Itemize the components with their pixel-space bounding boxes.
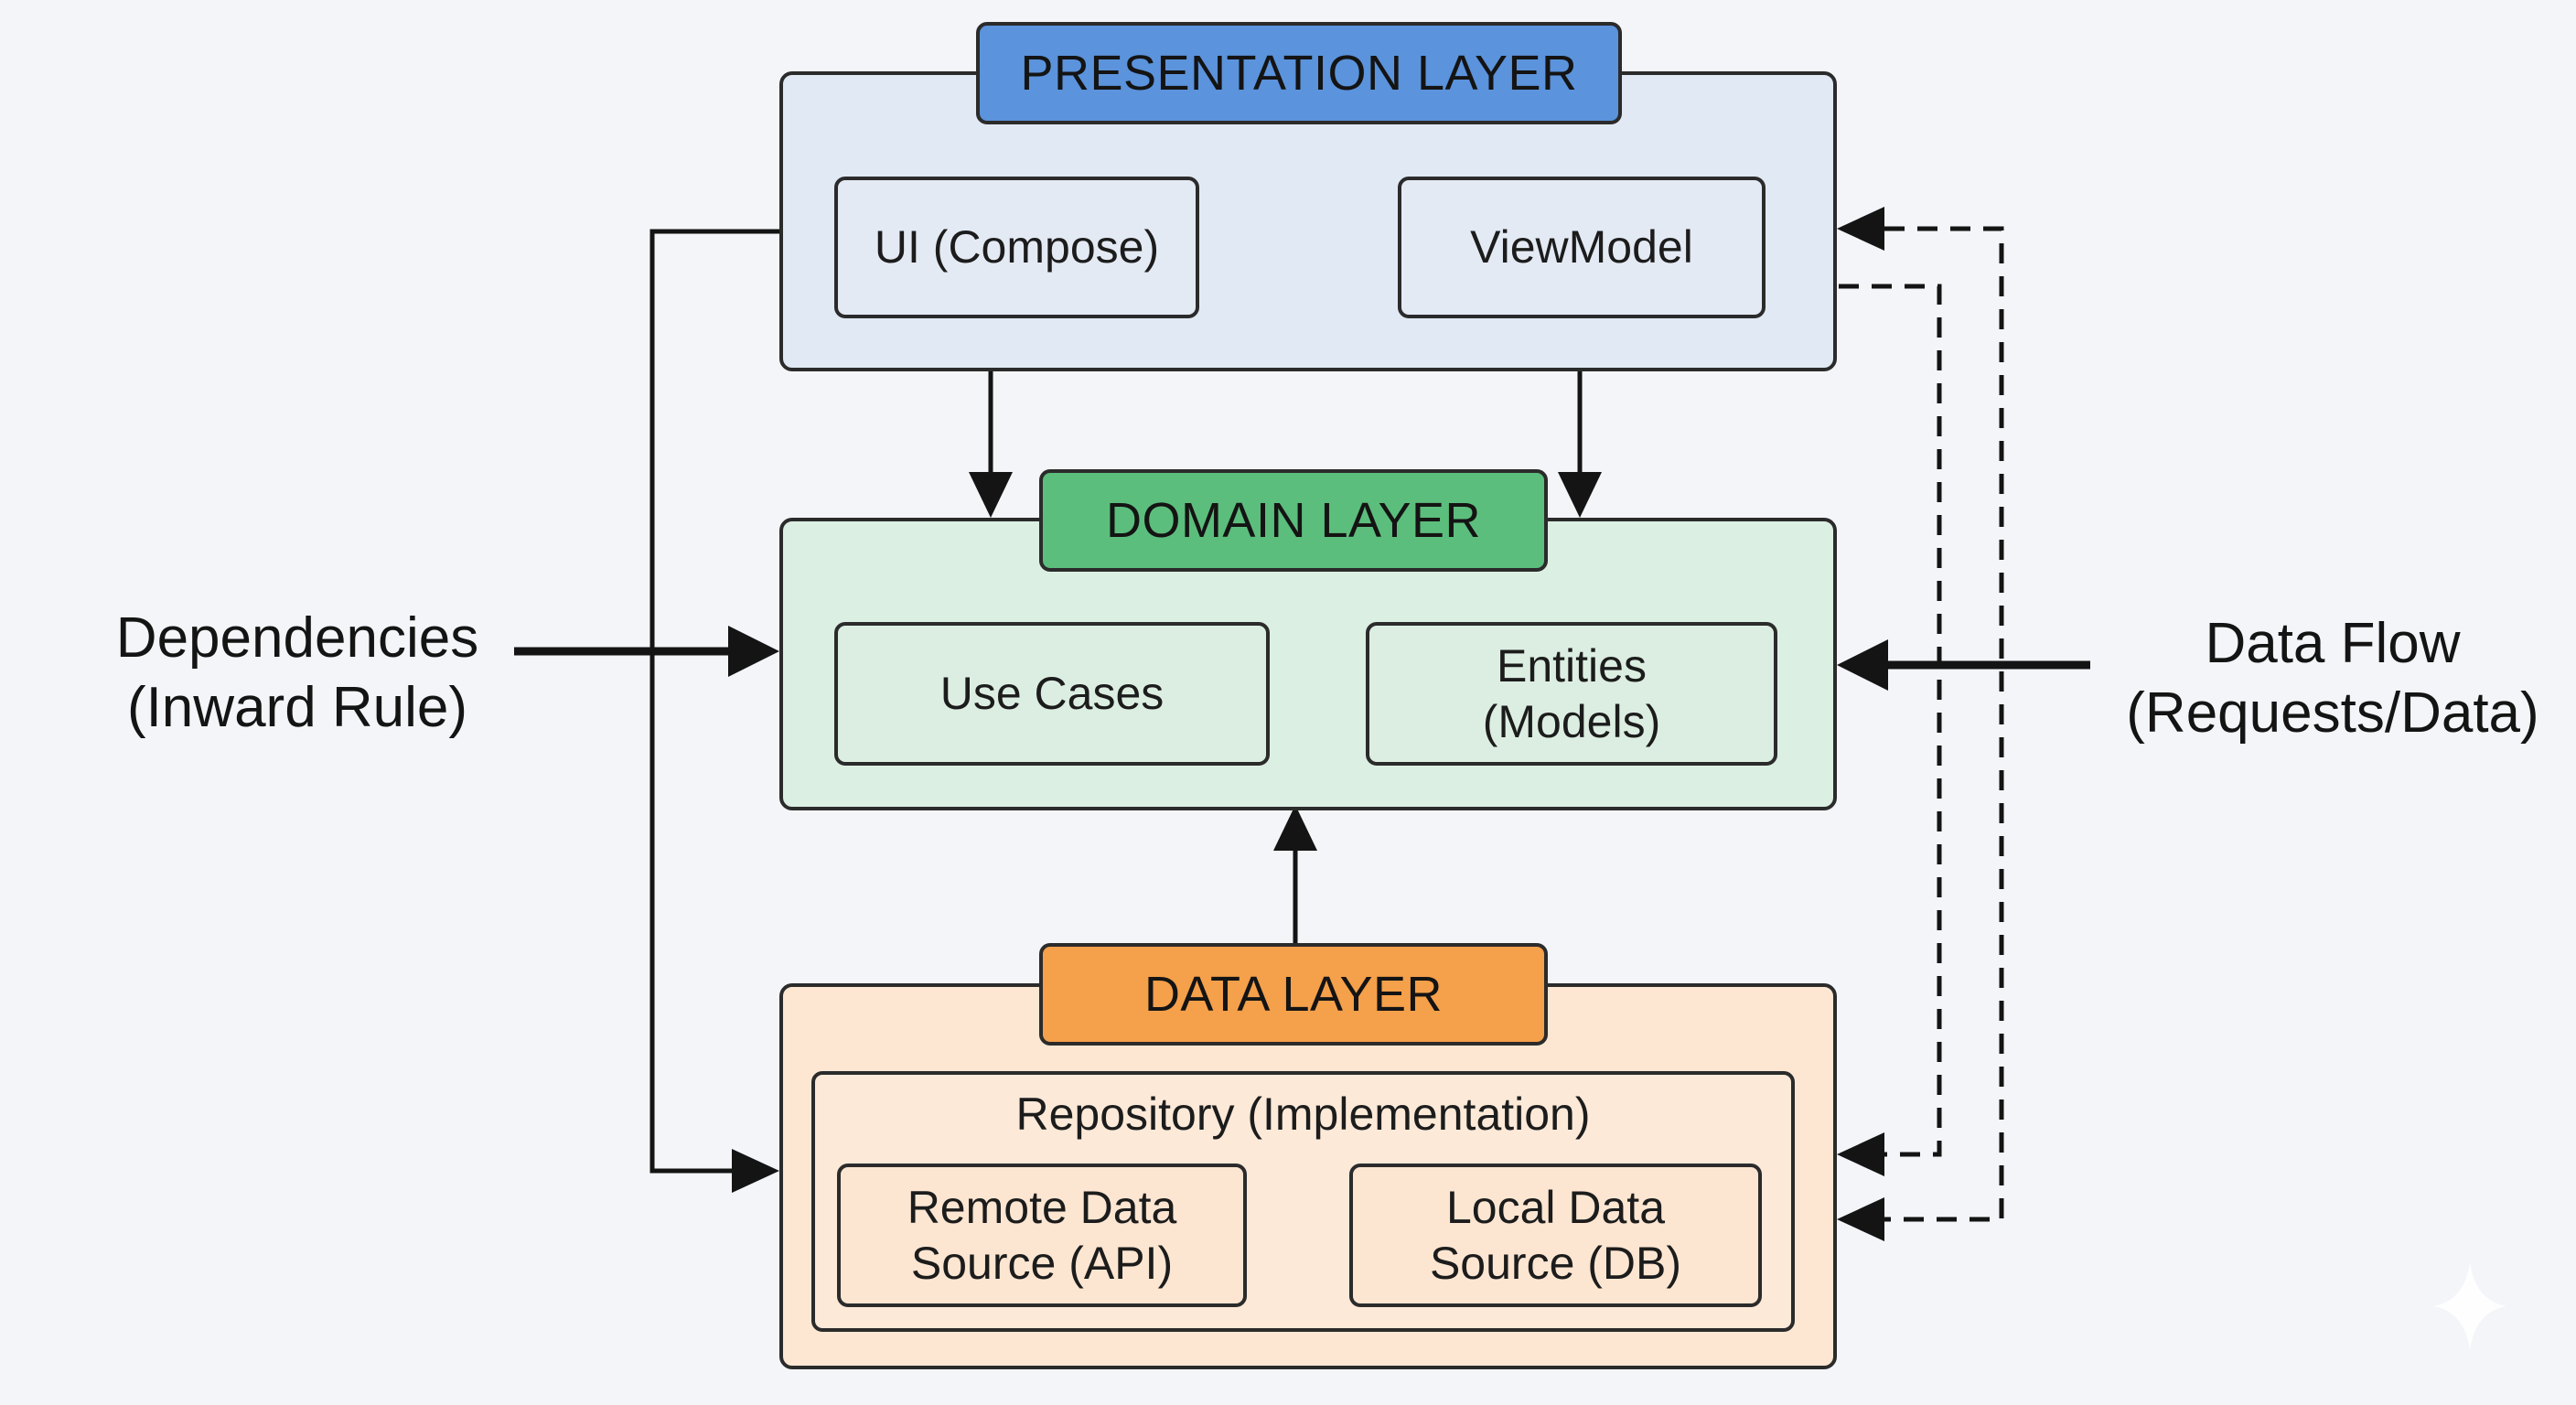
use-cases-box[interactable]: Use Cases	[834, 622, 1270, 766]
dependencies-arrowhead	[728, 626, 779, 677]
remote-data-source-label: Remote Data Source (API)	[907, 1180, 1177, 1292]
ui-compose-label: UI (Compose)	[874, 221, 1160, 273]
dashed-inner-arrowhead	[1837, 1132, 1884, 1176]
entities-label-line1: Entities	[1497, 639, 1647, 692]
use-cases-label: Use Cases	[939, 668, 1165, 719]
viewmodel-to-domain-arrowhead	[1558, 472, 1602, 518]
dependencies-label: Dependencies (Inward Rule)	[82, 604, 512, 742]
entities-box[interactable]: Entities (Models)	[1366, 622, 1777, 766]
ui-to-domain-arrowhead	[969, 472, 1013, 518]
data-flow-label-line2: (Requests/Data)	[2126, 681, 2539, 745]
viewmodel-label: ViewModel	[1470, 221, 1693, 273]
repository-label: Repository (Implementation)	[1015, 1089, 1591, 1140]
dependency-bracket-line	[649, 229, 779, 1174]
entities-label: Entities (Models)	[1483, 638, 1660, 750]
data-layer-title-text: DATA LAYER	[1143, 967, 1444, 1022]
data-flow-arrowhead	[1837, 639, 1888, 691]
data-flow-label-line1: Data Flow	[2205, 612, 2461, 675]
local-data-source-label: Local Data Source (DB)	[1430, 1180, 1681, 1292]
dashed-outer-arrowhead-top	[1837, 207, 1884, 251]
dependencies-label-line2: (Inward Rule)	[126, 675, 468, 739]
remote-data-source-line1: Remote Data	[907, 1181, 1177, 1233]
domain-layer-title: DOMAIN LAYER	[1039, 469, 1548, 572]
local-data-source-line2: Source (DB)	[1429, 1237, 1682, 1289]
viewmodel-box[interactable]: ViewModel	[1398, 177, 1766, 318]
dashed-outer-loop	[1884, 226, 2004, 1222]
presentation-layer-title-text: PRESENTATION LAYER	[1020, 46, 1578, 101]
entities-label-line2: (Models)	[1482, 695, 1661, 747]
local-data-source-box[interactable]: Local Data Source (DB)	[1349, 1164, 1762, 1307]
domain-layer-title-text: DOMAIN LAYER	[1105, 493, 1482, 548]
data-flow-label: Data Flow (Requests/Data)	[2104, 609, 2561, 747]
local-data-source-line1: Local Data	[1445, 1181, 1666, 1233]
dashed-outer-arrowhead-bottom	[1837, 1197, 1884, 1241]
dependencies-label-line1: Dependencies	[115, 606, 479, 670]
ui-compose-box[interactable]: UI (Compose)	[834, 177, 1199, 318]
data-layer-title: DATA LAYER	[1039, 943, 1548, 1046]
presentation-layer-title: PRESENTATION LAYER	[976, 22, 1622, 124]
remote-data-source-line2: Source (API)	[910, 1237, 1174, 1289]
remote-data-source-box[interactable]: Remote Data Source (API)	[837, 1164, 1247, 1307]
data-to-domain-arrowhead	[1273, 805, 1317, 851]
dashed-inner-loop	[1839, 284, 1942, 1157]
dependency-bracket-arrowhead	[732, 1149, 779, 1193]
